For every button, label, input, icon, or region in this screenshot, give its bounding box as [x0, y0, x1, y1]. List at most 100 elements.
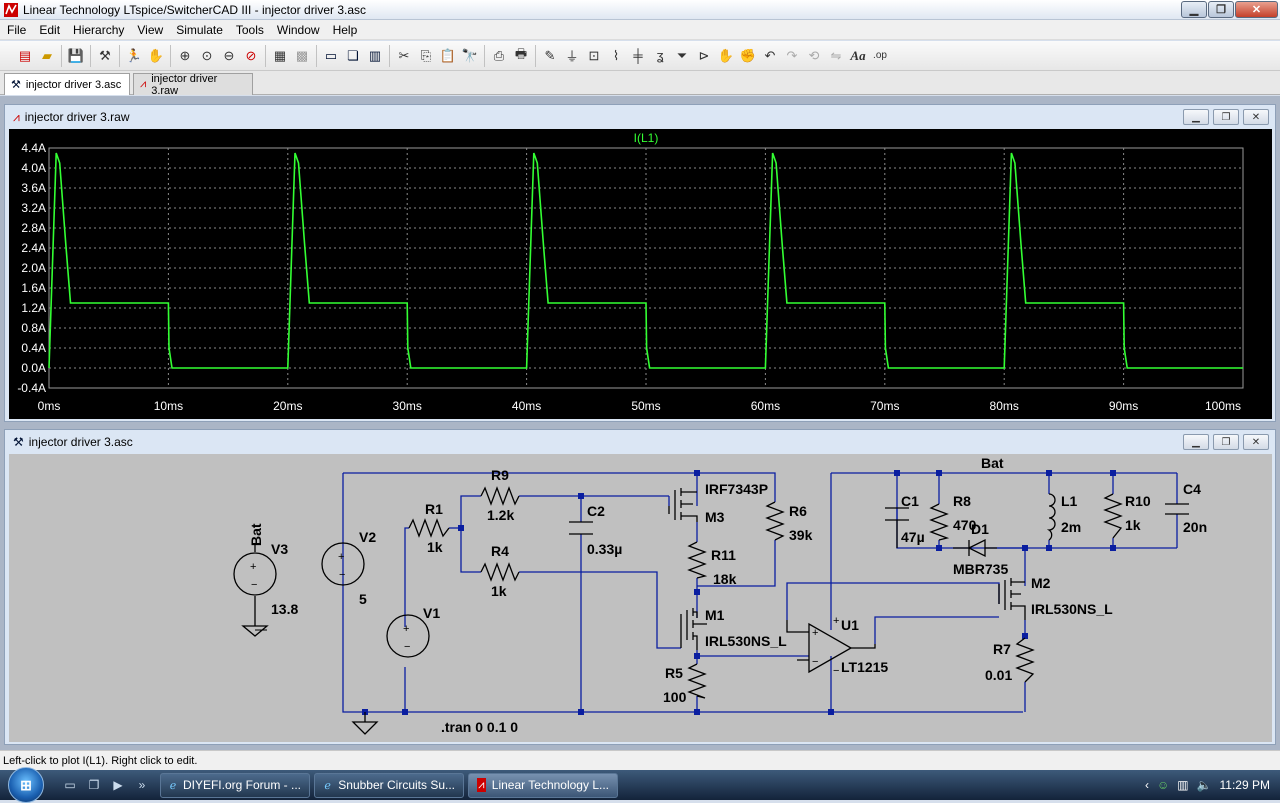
d1-label[interactable]: D1: [971, 521, 989, 537]
run-icon[interactable]: 🏃: [125, 47, 143, 63]
paste-icon[interactable]: 📋: [439, 47, 457, 63]
r1-value[interactable]: 1k: [427, 539, 443, 555]
r9-value[interactable]: 1.2k: [487, 507, 514, 523]
find-icon[interactable]: 🔭: [461, 47, 479, 63]
schematic-canvas[interactable]: +− +− +− +− +− Bat V3 13.8 V2 5 V1 R1 1k…: [9, 454, 1272, 742]
r1-resistor-icon[interactable]: [408, 518, 450, 538]
taskbar-item-ltspice[interactable]: ⩘ Linear Technology L...: [468, 772, 618, 798]
r5-resistor-icon[interactable]: [687, 663, 707, 699]
r10-resistor-icon[interactable]: [1103, 493, 1123, 539]
media-player-icon[interactable]: ▶: [113, 778, 123, 792]
d1-diode-icon[interactable]: [953, 538, 997, 558]
menu-window[interactable]: Window: [276, 22, 320, 37]
r7-label[interactable]: R7: [993, 641, 1011, 657]
copy-icon[interactable]: ⎘: [420, 47, 432, 63]
cut-icon[interactable]: ✂: [398, 47, 410, 63]
m3-part[interactable]: IRF7343P: [705, 481, 768, 497]
spice-directive-icon[interactable]: .op: [873, 50, 887, 61]
menu-file[interactable]: File: [7, 22, 27, 37]
trace-label-i-l1[interactable]: I(L1): [634, 131, 659, 145]
schematic-drawing[interactable]: +− +− +− +− +− Bat V3 13.8 V2 5 V1 R1 1k…: [9, 454, 1272, 742]
grid-icon[interactable]: ▩: [295, 47, 309, 63]
network-icon[interactable]: ▥: [1177, 778, 1189, 792]
v1-label[interactable]: V1: [423, 605, 440, 621]
r8-resistor-icon[interactable]: [929, 503, 950, 541]
net-label-bat-top[interactable]: Bat: [981, 455, 1004, 471]
r11-value[interactable]: 18k: [713, 571, 737, 587]
tile-horizontal-icon[interactable]: ▭: [324, 47, 338, 63]
print-setup-icon[interactable]: ⎙: [493, 47, 505, 63]
v3-value[interactable]: 13.8: [271, 601, 298, 617]
volume-icon[interactable]: 🔈: [1196, 778, 1212, 792]
tray-expand-icon[interactable]: ‹: [1144, 778, 1149, 792]
c2-capacitor-icon[interactable]: [569, 521, 593, 535]
m1-label[interactable]: M1: [705, 607, 725, 623]
switch-windows-icon[interactable]: ❐: [88, 778, 100, 792]
r7-resistor-icon[interactable]: [1015, 637, 1035, 683]
zoom-in-icon[interactable]: ⊕: [179, 47, 191, 63]
r11-resistor-icon[interactable]: [687, 541, 708, 579]
v1-source-icon[interactable]: [386, 614, 430, 658]
m1-part[interactable]: IRL530NS_L: [705, 633, 787, 649]
m3-mosfet-icon[interactable]: [668, 488, 698, 522]
r4-value[interactable]: 1k: [491, 583, 507, 599]
l1-inductor-icon[interactable]: [1046, 493, 1056, 541]
inductor-icon[interactable]: ʓ: [656, 48, 664, 63]
m3-label[interactable]: M3: [705, 509, 725, 525]
r6-value[interactable]: 39k: [789, 527, 813, 543]
show-desktop-icon[interactable]: ▭: [64, 778, 76, 792]
spice-directive[interactable]: .tran 0 0.1 0: [441, 719, 518, 735]
minimize-button[interactable]: ▁: [1181, 1, 1207, 18]
c4-value[interactable]: 20n: [1183, 519, 1207, 535]
v2-label[interactable]: V2: [359, 529, 376, 545]
waveform-chart[interactable]: -0.4A0.0A0.4A0.8A1.2A1.6A2.0A2.4A2.8A3.2…: [9, 129, 1272, 419]
r8-value[interactable]: 470: [953, 517, 977, 533]
print-icon[interactable]: 🖶: [514, 45, 528, 61]
r11-label[interactable]: R11: [711, 547, 736, 563]
start-button[interactable]: ⊞: [8, 767, 44, 803]
taskbar-item-snubber[interactable]: ℯ Snubber Circuits Su...: [314, 772, 464, 798]
diode-icon[interactable]: ⏷: [676, 47, 688, 63]
v2-source-icon[interactable]: [321, 542, 365, 586]
drag-icon[interactable]: ✊: [739, 47, 757, 63]
r4-resistor-icon[interactable]: [480, 562, 520, 582]
r5-label[interactable]: R5: [665, 665, 683, 681]
pane-maximize-button[interactable]: ❐: [1213, 109, 1239, 125]
r8-label[interactable]: R8: [953, 493, 971, 509]
r5-value[interactable]: 100: [663, 689, 687, 705]
tile-vertical-icon[interactable]: ▥: [368, 47, 382, 63]
m1-mosfet-icon[interactable]: [680, 608, 707, 650]
menu-help[interactable]: Help: [332, 22, 358, 37]
capacitor-icon[interactable]: ╪: [633, 48, 643, 63]
v3-source-icon[interactable]: [233, 552, 277, 596]
trace-i-l1[interactable]: [48, 152, 1243, 369]
rotate-icon[interactable]: ⟲: [808, 47, 820, 63]
c2-value[interactable]: 0.33µ: [587, 541, 622, 557]
v2-value[interactable]: 5: [359, 591, 367, 607]
wire-icon[interactable]: ✎: [544, 47, 556, 63]
r7-value[interactable]: 0.01: [985, 667, 1012, 683]
c2-label[interactable]: C2: [587, 503, 605, 519]
m2-part[interactable]: IRL530NS_L: [1031, 601, 1113, 617]
pane-maximize-button[interactable]: ❐: [1213, 434, 1239, 450]
taskbar-item-diyefi[interactable]: ℯ DIYEFI.org Forum - ...: [160, 772, 310, 798]
l1-value[interactable]: 2m: [1061, 519, 1081, 535]
r10-value[interactable]: 1k: [1125, 517, 1141, 533]
r1-label[interactable]: R1: [425, 501, 443, 517]
component-icon[interactable]: ⊳: [698, 47, 710, 63]
c4-label[interactable]: C4: [1183, 481, 1201, 497]
close-button[interactable]: ✕: [1235, 1, 1278, 18]
tab-schematic[interactable]: ⚒ injector driver 3.asc: [4, 73, 130, 95]
m2-label[interactable]: M2: [1031, 575, 1051, 591]
c1-label[interactable]: C1: [901, 493, 919, 509]
menu-hierarchy[interactable]: Hierarchy: [73, 22, 125, 37]
more-icon[interactable]: »: [138, 778, 146, 792]
pan-icon[interactable]: ✋: [147, 47, 165, 63]
redo-icon[interactable]: ↷: [786, 47, 798, 63]
l1-label[interactable]: L1: [1061, 493, 1078, 509]
zoom-cancel-icon[interactable]: ⊘: [245, 47, 257, 63]
mirror-icon[interactable]: ⇋: [830, 47, 842, 63]
cascade-icon[interactable]: ❏: [347, 47, 359, 63]
menu-edit[interactable]: Edit: [39, 22, 61, 37]
